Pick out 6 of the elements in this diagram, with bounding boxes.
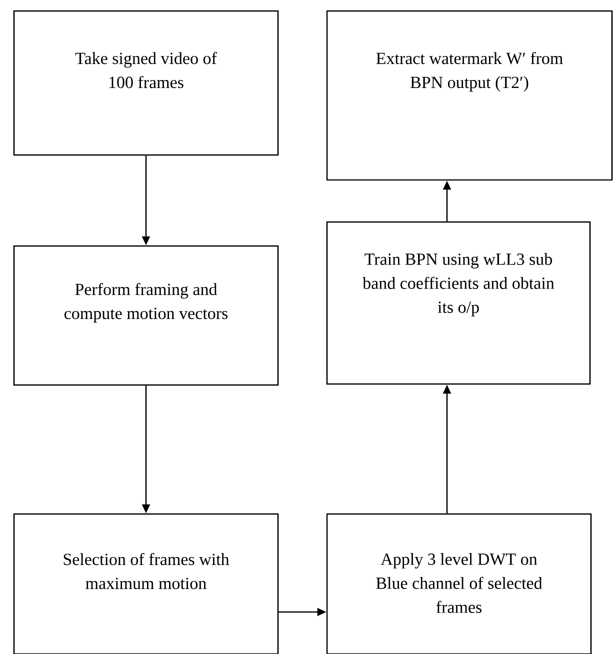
- process-box: Apply 3 level DWT on Blue channel of selected frames: [326, 513, 592, 654]
- process-box: Selection of frames with maximum motion: [13, 513, 279, 654]
- process-box: Take signed video of 100 frames: [13, 10, 279, 156]
- process-box: Extract watermark W′ from BPN output (T2′): [326, 10, 613, 181]
- process-box: Perform framing and compute motion vectors: [13, 245, 279, 386]
- process-box: Train BPN using wLL3 sub band coefficients and obtain its o/p: [326, 221, 591, 385]
